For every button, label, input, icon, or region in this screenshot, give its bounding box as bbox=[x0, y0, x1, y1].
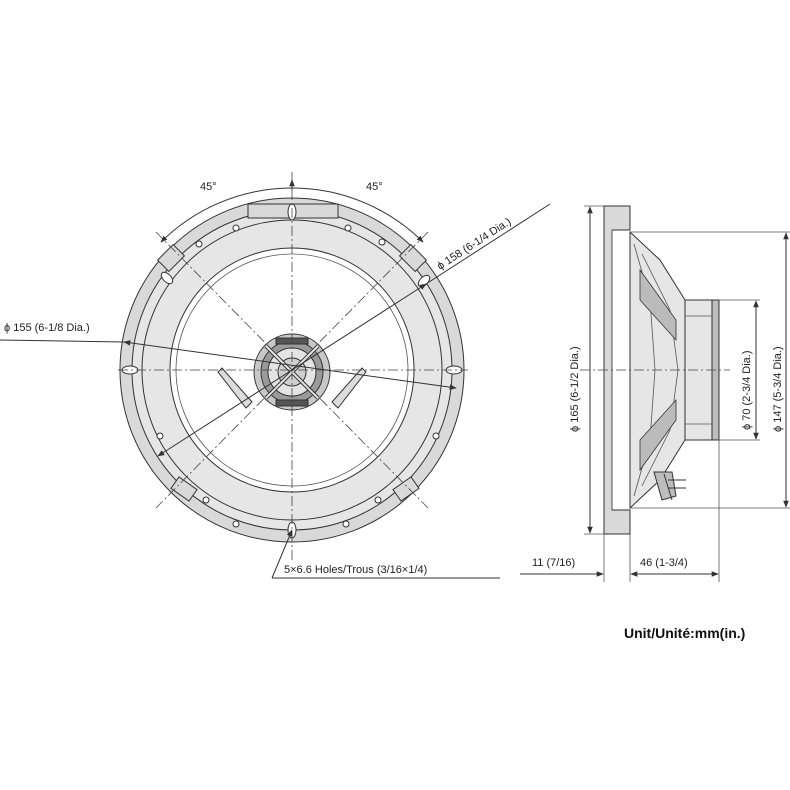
unit-label: Unit/Unité:mm(in.) bbox=[624, 625, 745, 641]
depth-46-label: 46 (1-3/4) bbox=[640, 557, 688, 569]
front-view: 45° 45° ϕ 158 (6-1/4 Dia.) ϕ 155 (6-1/8 … bbox=[0, 172, 551, 579]
dia-165-label: ϕ 165 (6-1/2 Dia.) bbox=[569, 346, 581, 432]
angle-left-label: 45° bbox=[200, 181, 217, 193]
holes-label: 5×6.6 Holes/Trous (3/16×1/4) bbox=[284, 564, 427, 576]
dia-70-label: ϕ 70 (2-3/4 Dia.) bbox=[741, 350, 753, 430]
depth-11-label: 11 (7/16) bbox=[532, 557, 575, 569]
dia-155-label: ϕ 155 (6-1/8 Dia.) bbox=[4, 322, 90, 334]
terminal bbox=[653, 471, 677, 501]
dia-158-label: ϕ 158 (6-1/4 Dia.) bbox=[435, 216, 513, 273]
mounting-flange bbox=[603, 205, 631, 535]
dia-147-label: ϕ 147 (5-3/4 Dia.) bbox=[772, 346, 784, 432]
side-view: ϕ 165 (6-1/2 Dia.) ϕ 70 (2-3/4 Dia.) ϕ 1… bbox=[520, 205, 790, 582]
angle-right-label: 45° bbox=[366, 181, 383, 193]
mounting-tabs bbox=[156, 203, 428, 502]
